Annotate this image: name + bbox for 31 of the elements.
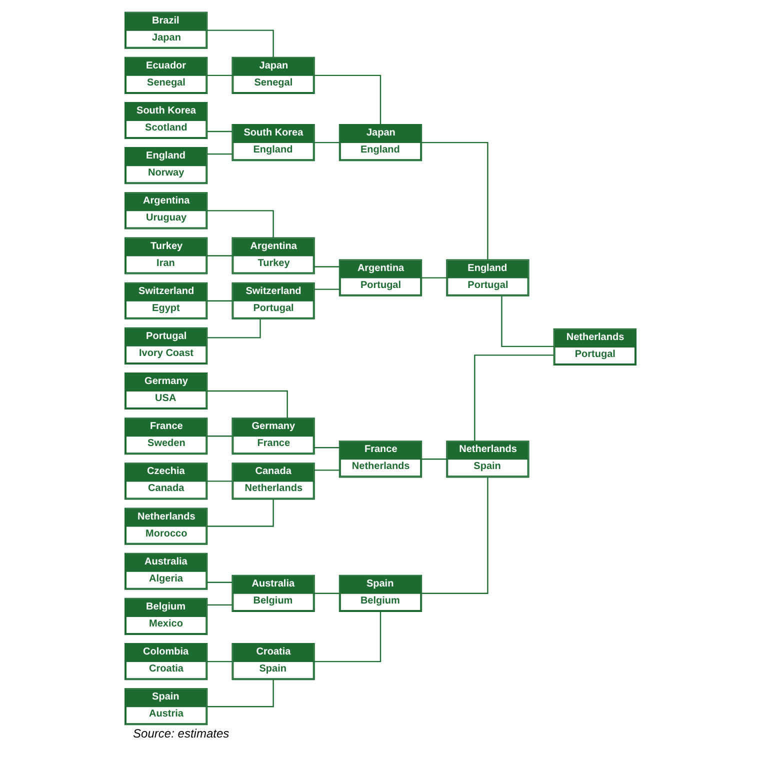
connector	[421, 277, 446, 278]
connector	[314, 612, 381, 662]
connector	[314, 74, 381, 124]
connector	[206, 255, 232, 256]
connector	[206, 604, 232, 606]
connector	[500, 296, 554, 348]
connector	[206, 319, 260, 338]
connector	[314, 470, 339, 471]
connector	[206, 499, 274, 527]
connector	[206, 660, 232, 662]
connector	[206, 130, 232, 132]
connector	[206, 680, 274, 708]
connector	[206, 436, 232, 437]
connector	[314, 142, 339, 144]
connector	[206, 390, 288, 418]
connector	[206, 74, 232, 76]
connector	[474, 354, 554, 442]
connector	[421, 142, 488, 260]
connector	[206, 30, 274, 58]
connector	[206, 300, 232, 302]
connector	[421, 477, 488, 594]
connector	[314, 592, 339, 594]
connector	[314, 288, 339, 290]
connector	[206, 210, 274, 238]
caption: Source: estimates	[132, 726, 229, 740]
connector	[314, 266, 339, 268]
connector	[421, 458, 446, 460]
connector	[206, 153, 232, 155]
connector	[206, 582, 232, 583]
connector	[314, 447, 339, 448]
connector	[206, 480, 232, 482]
